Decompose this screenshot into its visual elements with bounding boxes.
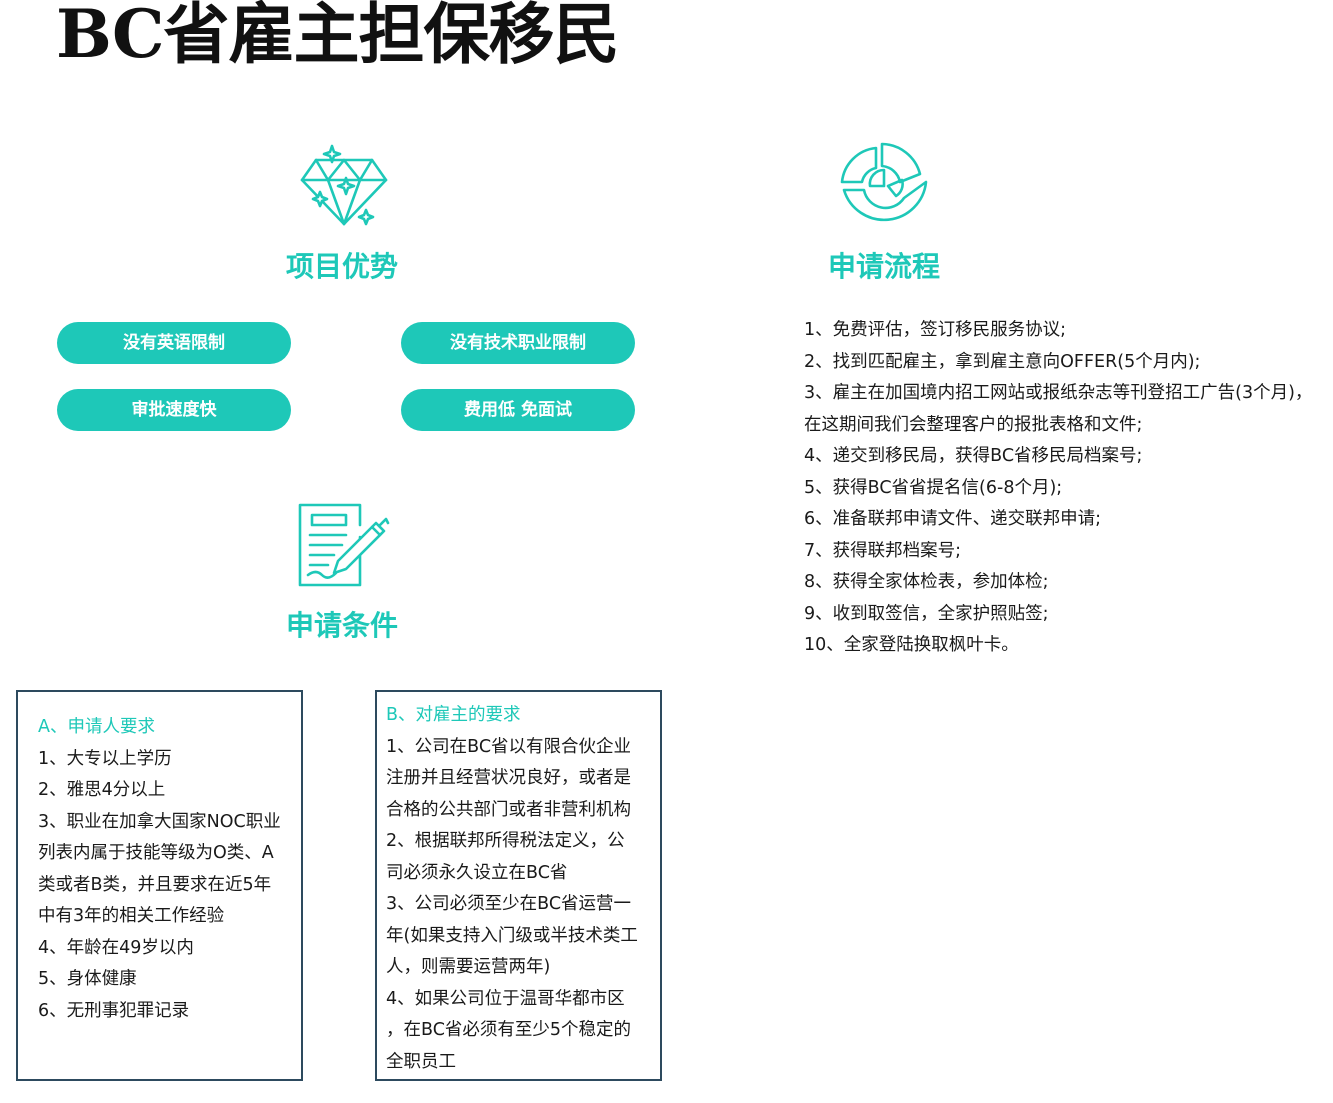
advantages-heading: 项目优势 [285,250,398,283]
process-step: 7、获得联邦档案号; [804,540,962,561]
page-title: BC省雇主担保移民 [56,0,620,73]
list-item: 合格的公共部门或者非营利机构 [386,799,631,820]
employer-requirements-title: B、对雇主的要求 [386,705,521,725]
employer-requirements-list: 1、公司在BC省以有限合伙企业 注册并且经营状况良好，或者是 合格的公共部门或者… [386,732,660,1079]
list-item: 3、公司必须至少在BC省运营一 [386,894,632,914]
conditions-heading: 申请条件 [285,609,398,642]
list-item: 全职员工 [386,1051,456,1072]
process-steps-list: 1、免费评估，签订移民服务协议; 2、找到匹配雇主，拿到雇主意向OFFER(5个… [804,315,1328,662]
applicant-requirements-box: A、申请人要求 1、大专以上学历 2、雅思4分以上 3、职业在加拿大国家NOC职… [16,690,303,1081]
list-item: 司必须永久设立在BC省 [386,862,568,883]
process-step: 8、获得全家体检表，参加体检; [804,572,1049,592]
process-heading: 申请流程 [827,250,940,283]
list-item: 5、身体健康 [38,969,137,989]
applicant-requirements-list: 1、大专以上学历 2、雅思4分以上 3、职业在加拿大国家NOC职业 列表内属于技… [38,744,301,1028]
list-item: 注册并且经营状况良好，或者是 [386,768,631,788]
process-step: 10、全家登陆换取枫叶卡。 [804,635,1019,655]
list-item: 类或者B类，并且要求在近5年 [38,874,272,895]
list-item: ，在BC省必须有至少5个稳定的 [386,1020,632,1040]
list-item: 1、公司在BC省以有限合伙企业 [386,736,632,757]
list-item: 中有3年的相关工作经验 [38,906,225,926]
advantage-pill-low-cost-no-interview: 费用低 免面试 [401,389,635,431]
advantage-pill-fast-approval: 审批速度快 [57,389,291,431]
list-item: 6、无刑事犯罪记录 [38,1000,190,1021]
pie-chart-icon [838,140,930,230]
list-item: 列表内属于技能等级为O类、A [38,843,274,863]
process-step: 9、收到取签信，全家护照贴签; [804,603,1049,624]
list-item: 2、雅思4分以上 [38,780,166,800]
list-item: 1、大专以上学历 [38,748,172,769]
list-item: 4、如果公司位于温哥华都市区 [386,988,625,1009]
list-item: 2、根据联邦所得税法定义，公 [386,831,625,851]
advantage-pill-no-english-limit: 没有英语限制 [57,322,291,364]
process-step: 3、雇主在加国境内招工网站或报纸杂志等刊登招工广告(3个月)， [804,383,1313,403]
applicant-requirements-title: A、申请人要求 [38,717,155,737]
document-pen-icon [298,503,390,589]
list-item: 人，则需要运营两年) [386,957,551,977]
advantage-pill-no-occupation-limit: 没有技术职业限制 [401,322,635,364]
list-item: 4、年龄在49岁以内 [38,937,194,958]
process-step: 6、准备联邦申请文件、递交联邦申请; [804,509,1102,529]
process-step: 在这期间我们会整理客户的报批表格和文件; [804,414,1143,435]
list-item: 年(如果支持入门级或半技术类工 [386,925,638,946]
diamond-icon [298,142,390,230]
process-step: 5、获得BC省省提名信(6-8个月); [804,477,1063,498]
list-item: 3、职业在加拿大国家NOC职业 [38,811,281,832]
process-step: 4、递交到移民局，获得BC省移民局档案号; [804,446,1143,466]
process-step: 1、免费评估，签订移民服务协议; [804,320,1067,340]
process-step: 2、找到匹配雇主，拿到雇主意向OFFER(5个月内); [804,351,1201,372]
employer-requirements-box: B、对雇主的要求 1、公司在BC省以有限合伙企业 注册并且经营状况良好，或者是 … [375,690,662,1081]
